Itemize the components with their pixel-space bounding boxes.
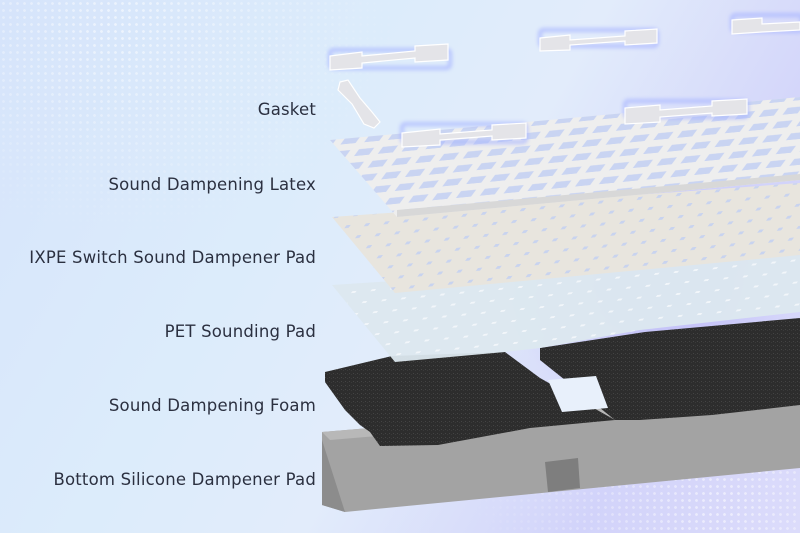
sound-dampening-foam-layer	[325, 318, 800, 446]
label-sound-dampening-foam: Sound Dampening Foam	[108, 396, 316, 415]
label-sound-dampening-latex: Sound Dampening Latex	[108, 175, 316, 194]
label-gasket: Gasket	[257, 100, 316, 119]
gasket-parts	[328, 13, 800, 148]
label-bottom-silicone-pad: Bottom Silicone Dampener Pad	[53, 470, 316, 489]
label-pet-sounding-pad: PET Sounding Pad	[164, 322, 316, 341]
label-ixpe-pad: IXPE Switch Sound Dampener Pad	[29, 248, 316, 267]
sound-dampening-latex-layer	[330, 97, 800, 217]
